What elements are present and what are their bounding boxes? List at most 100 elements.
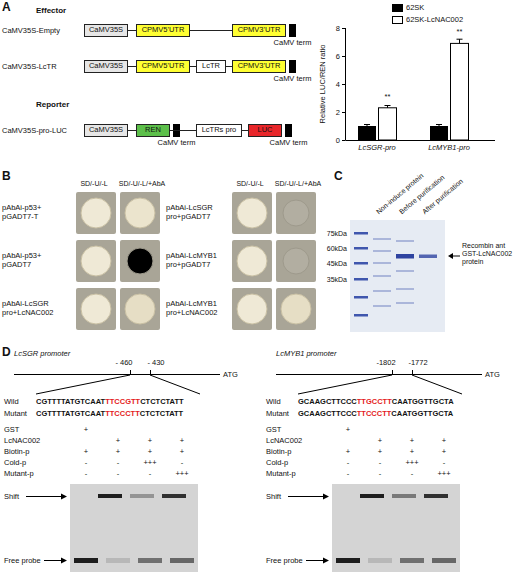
- yeast-plate: [237, 198, 267, 228]
- table-cell: +: [378, 448, 382, 457]
- pointer-arrow: [448, 253, 460, 259]
- table-cell: +++: [143, 459, 156, 468]
- start-codon: ATG: [485, 370, 500, 379]
- emsa-gel: [162, 494, 186, 498]
- table-header: Biotin-p: [266, 448, 291, 457]
- position-label: -1802: [376, 359, 395, 368]
- strain-label: pAbAi-LcSGR pro+LcNAC002: [2, 300, 64, 317]
- construct-part: REN: [136, 124, 170, 137]
- table-cell: +: [410, 437, 414, 446]
- yeast-plate: [281, 294, 311, 324]
- emsa-gel: [106, 558, 130, 563]
- table-cell: -: [149, 470, 152, 479]
- table-cell: -: [85, 459, 88, 468]
- condition-header: SD/-U/-L: [236, 180, 263, 188]
- axis-title: Relative LUC/REN ratio: [319, 45, 328, 124]
- protein-gel: [354, 296, 368, 299]
- tick-label: 6: [336, 52, 340, 61]
- table-cell: +: [346, 448, 350, 457]
- sequence-text: GCAAGCTTCCC: [298, 398, 357, 407]
- construct-part: CaMV35S: [84, 24, 128, 37]
- emsa-gel: [332, 484, 460, 572]
- marker-size: 60kDa: [327, 244, 347, 252]
- protein-gel: [354, 262, 368, 265]
- band-label: Free probe: [4, 556, 41, 565]
- marker-size: 45kDa: [327, 259, 347, 267]
- terminator-label: CaMV term: [158, 139, 196, 148]
- error-bar: [364, 125, 370, 127]
- table-cell: +: [180, 437, 184, 446]
- emsa-gel: [138, 558, 162, 563]
- protein-gel: [354, 232, 368, 235]
- bar: [451, 43, 469, 140]
- protein-gel: [373, 250, 391, 252]
- protein-gel: [373, 290, 391, 292]
- part-label: CPMV3'UTR: [238, 62, 281, 70]
- sequence-row: GCAAGCTTCCCTTCCCTTCAATGGTTGCTA: [298, 410, 453, 419]
- category-label: LcMYB1-pro: [428, 144, 470, 153]
- condition-header: SD/-U/-L: [80, 180, 107, 188]
- band-arrow: [26, 494, 329, 564]
- panel-letter: C: [334, 170, 343, 184]
- section-heading: Effector: [36, 6, 66, 15]
- bar: [379, 108, 397, 140]
- yeast-plate: [76, 288, 116, 330]
- terminator-box: [289, 24, 296, 37]
- emsa-gel: [170, 558, 194, 563]
- strain-label: pAbAi-LcMYB1 pro+pGADT7: [166, 252, 228, 269]
- legend-text: 62SK-LcNAC002: [406, 16, 463, 25]
- strain-label: pAbAi-LcSGR pro+pGADT7: [166, 204, 228, 221]
- part-label: CaMV35S: [89, 126, 123, 134]
- construct-part: CPMV3'UTR: [232, 24, 286, 37]
- backbone-line: [128, 66, 136, 67]
- promoter-diagram: [36, 375, 200, 394]
- construct-part: CaMV35S: [84, 124, 128, 137]
- table-cell: +: [180, 448, 184, 457]
- table-cell: +++: [175, 470, 188, 479]
- sequence-text: CGTTTTATGTCAAT: [36, 398, 105, 407]
- legend-swatch: [392, 4, 403, 12]
- table-cell: +: [148, 448, 152, 457]
- band-arrow: [26, 497, 324, 561]
- yeast-plate: [120, 192, 160, 234]
- yeast-plate: [237, 294, 267, 324]
- strain-label: pAbAi-p53+ pGADT7-T: [2, 204, 64, 221]
- chart-axis: [342, 29, 345, 141]
- yeast-plate: [81, 198, 111, 228]
- part-label: REN: [145, 126, 161, 134]
- yeast-plate: [125, 294, 155, 324]
- construct-part: CPMV3'UTR: [232, 60, 286, 73]
- sequence-label: Mutant: [266, 410, 289, 419]
- protein-gel: [419, 255, 437, 259]
- promoter-diagram: [298, 375, 462, 394]
- protein-gel: [396, 270, 414, 272]
- sequence-text: CGTTTTATGTCAAT: [36, 410, 105, 419]
- part-label: LcTRs pro: [202, 126, 237, 134]
- table-header: Biotin-p: [4, 448, 29, 457]
- promoter-name: LcSGR promoter: [14, 350, 70, 359]
- yeast-plate: [276, 240, 316, 282]
- protein-gel: [396, 288, 414, 290]
- tick-label: 4: [336, 80, 340, 89]
- emsa-gel: [400, 558, 424, 563]
- part-label: CPMV5'UTR: [142, 62, 185, 70]
- protein-gel: [354, 278, 368, 281]
- motif-text: TTGCCTT: [357, 398, 392, 407]
- chart-axis: [346, 28, 496, 141]
- bar: [430, 126, 448, 140]
- table-cell: +++: [405, 459, 418, 468]
- table-cell: +: [346, 426, 350, 435]
- part-label: LcTR: [202, 62, 220, 70]
- yeast-plate: [76, 192, 316, 330]
- motif-text: TTCCCTT: [357, 410, 392, 419]
- table-cell: -: [443, 459, 446, 468]
- table-header: Cold-p: [4, 459, 26, 468]
- emsa-gel: [392, 494, 416, 498]
- part-label: CaMV35S: [89, 62, 123, 70]
- part-label: CPMV3'UTR: [238, 26, 281, 34]
- significance-mark: **: [385, 93, 391, 102]
- condition-header: SD/-U/-L/+AbA: [119, 180, 166, 188]
- part-label: CPMV5'UTR: [142, 26, 185, 34]
